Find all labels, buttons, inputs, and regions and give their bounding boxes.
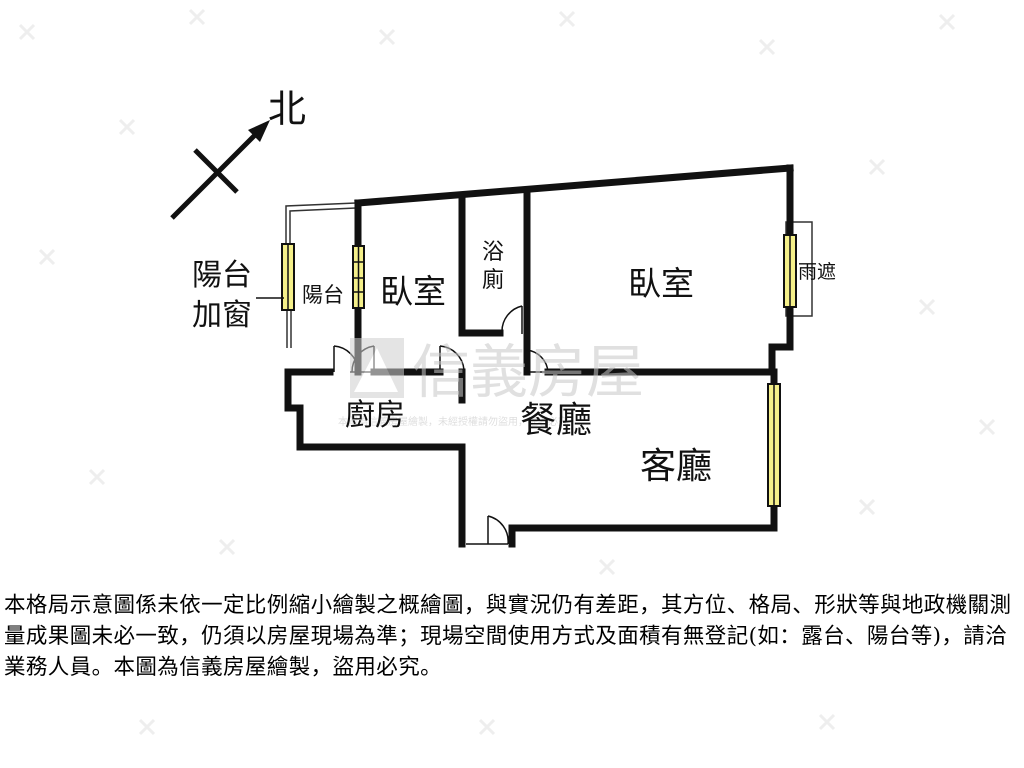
- label-dining: 餐廳: [520, 400, 592, 441]
- label-living: 客廳: [640, 446, 712, 487]
- door-bathroom: [501, 305, 523, 334]
- background-watermark-pattern: [18, 8, 996, 736]
- label-bath-line1: 浴: [482, 240, 504, 265]
- watermark-brand-text: 信義房屋: [412, 338, 644, 406]
- compass-north-label: 北: [268, 87, 306, 131]
- brand-logo-icon: [350, 338, 404, 398]
- door-kitchen-dining: [439, 345, 465, 372]
- compass-cross-line: [193, 148, 239, 194]
- label-balcony-window-line2: 加窗: [192, 298, 252, 333]
- label-rain-shelter: 雨遮: [798, 261, 836, 283]
- compass-arrow-head: [248, 120, 270, 142]
- balcony-outline: [285, 202, 357, 348]
- label-bedroom-large: 臥室: [628, 264, 694, 303]
- windows: [281, 234, 797, 507]
- label-balcony-window-line1: 陽台: [192, 258, 252, 293]
- north-compass: 北: [170, 87, 306, 220]
- label-bath-line2: 廁: [482, 268, 504, 293]
- brand-watermark: 信義房屋 本圖為信義房屋繪製，未經授權請勿盜用，違者必究: [338, 338, 644, 428]
- door-entrance: [466, 515, 509, 545]
- room-labels: 陽台 加窗 陽台 臥室 浴 廁 臥室 雨遮 廚房 餐廳 客廳: [192, 240, 836, 487]
- label-balcony: 陽台: [302, 283, 344, 307]
- label-bedroom-small: 臥室: [380, 272, 446, 311]
- label-kitchen: 廚房: [345, 398, 405, 433]
- disclaimer-text: 本格局示意圖係未依一定比例縮小繪製之概繪圖，與實況仍有差距，其方位、格局、形狀等…: [4, 593, 1012, 680]
- door-bedroom-large: [526, 349, 549, 373]
- watermark-notice-text: 本圖為信義房屋繪製，未經授權請勿盜用，違者必究: [338, 415, 568, 428]
